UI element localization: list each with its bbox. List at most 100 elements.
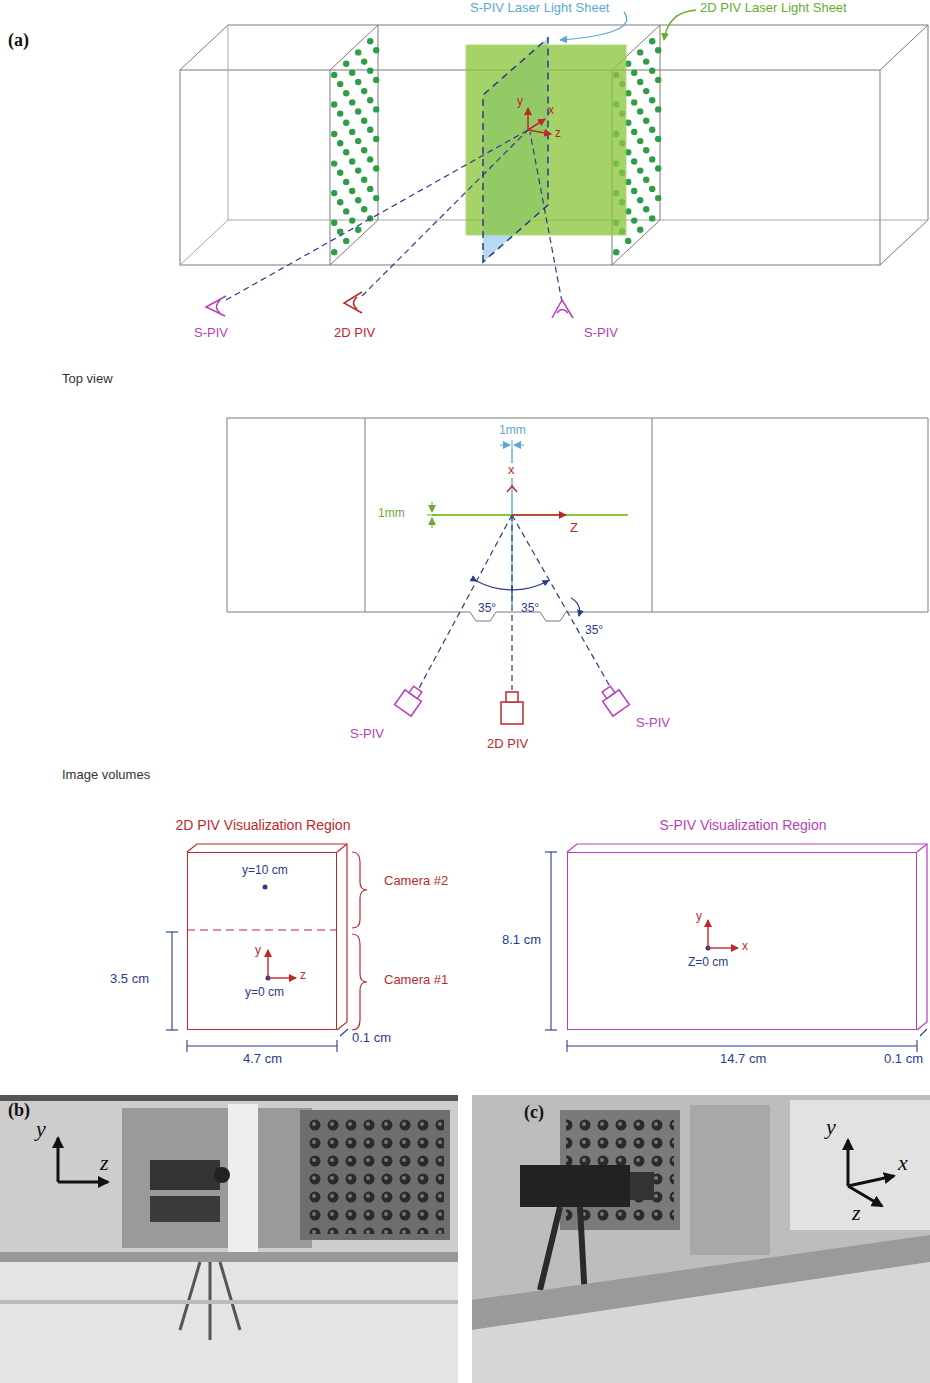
plate-dot [373,195,379,201]
plate-dot [631,70,637,76]
plate-dot [355,138,361,144]
camera-symbol [409,686,422,698]
photo-b [150,1196,220,1222]
dimension-line [336,1040,337,1052]
plate-dot [631,217,637,223]
plate-dot [331,190,337,196]
plate-dot [649,156,655,162]
annotation: 2D PIV Laser Light Sheet [700,1,847,16]
angle-arc [477,580,580,616]
plate-dot [343,149,349,155]
plate-dot [637,49,643,55]
dimension-line [545,851,557,852]
annotation: 14.7 cm [720,1052,766,1067]
dimension-line [920,1029,927,1036]
plate-dot [361,177,367,183]
annotation: 35° [478,602,496,616]
photo-c [472,1095,930,1383]
annotation: 2D PIV [334,326,375,341]
photo-b [150,1160,220,1190]
axis-arrow [507,486,517,492]
photo-b [214,1167,230,1183]
axis-arrow [58,1138,894,1206]
tank-outline [365,418,366,612]
plate-dot [631,99,637,105]
plate-dot [349,158,355,164]
plate-dot [337,140,343,146]
plate-dot [349,188,355,194]
annotation: Z [570,521,578,536]
camera-eye [217,300,221,313]
annotation: S-PIV [636,716,670,731]
photo-c [630,1172,654,1200]
camera-symbol [598,683,629,716]
annotation: z [300,969,306,983]
panel-letter: (a) [8,30,29,51]
plate-dot [637,79,643,85]
plate-dot [373,165,379,171]
plate-dot [373,106,379,112]
panel-letter: (c) [524,1102,544,1123]
axis-arrow [708,947,738,948]
plate-dot [355,79,361,85]
axis-label: x [898,1150,908,1175]
sight-line [418,515,612,690]
plate-dot [343,61,349,67]
plate-dot [331,72,337,78]
dimension-line [186,1040,187,1052]
sight-line [226,130,528,300]
plate-dot [343,90,349,96]
annotation: S-PIV [194,326,228,341]
plate-dot [373,77,379,83]
plate-dot [643,58,649,64]
plate-dot [337,110,343,116]
tank-outline [227,612,928,621]
camera-symbol [395,683,630,724]
camera-eye [552,300,573,318]
photo-b [0,1262,458,1383]
axis-arrow [268,920,738,978]
photo-c [520,1165,630,1207]
plate-dot [367,97,373,103]
plate-dot [361,118,367,124]
tank-outline [227,418,928,419]
dimension-line [166,931,178,932]
camera-symbol [506,692,518,702]
annotation: Top view [62,372,113,387]
annotation: x [548,104,554,118]
axis-arrow [528,108,551,134]
plate-dot [349,217,355,223]
annotation: 0.1 cm [884,1052,923,1067]
axis-arrow [507,486,566,515]
plate-dot [367,38,373,44]
tank-wireframe [880,25,928,70]
annotation: y [255,944,261,958]
volume-depth [917,844,927,852]
plate-dot [655,165,661,171]
axis-label: z [100,1150,109,1175]
plate-dot [655,77,661,83]
thickness-marker [427,440,524,528]
position-dot [263,885,711,981]
annotation: Image volumes [62,768,150,783]
dimension-line [166,852,927,1052]
plate-dot [331,101,337,107]
sight-line [512,515,612,690]
plate-dot [373,47,379,53]
annotation: 4.7 cm [243,1052,282,1067]
axis-arrow [528,130,551,134]
tank-outline [928,418,929,612]
plate-dot [361,206,367,212]
plate-dot [355,49,361,55]
plate-dot [343,120,349,126]
camera-eye [354,297,358,309]
photo-c [472,1262,930,1383]
sight-line [418,515,512,690]
plate-dot [331,220,337,226]
dot-plate [330,25,378,265]
laser-sheet-line [432,514,628,516]
sight-line [362,130,528,296]
axis-arrow [707,920,708,948]
